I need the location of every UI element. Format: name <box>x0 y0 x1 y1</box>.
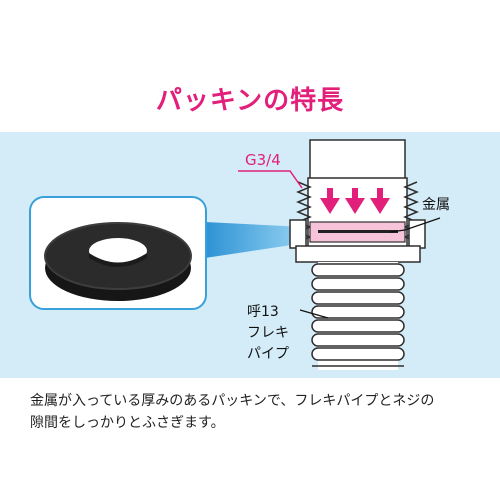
flexible-pipe <box>311 262 405 370</box>
leader-thread <box>238 170 303 189</box>
flexible-pipe-label: 呼13 フレキ パイプ <box>247 302 289 365</box>
packing-photo <box>44 222 192 301</box>
description-line1: 金属が入っている厚みのあるパッキンで、フレキパイプとネジの <box>30 393 435 409</box>
leader-metal <box>389 217 441 233</box>
pipe-label-line1: 呼13 <box>247 304 279 320</box>
description-line2: 隙間をしっかりとふさぎます。 <box>30 415 225 431</box>
description-text: 金属が入っている厚みのあるパッキンで、フレキパイプとネジの 隙間をしっかりとふさ… <box>30 390 480 434</box>
pressure-arrows <box>320 188 390 214</box>
metal-label: 金属 <box>422 197 450 213</box>
packing-cross-section <box>309 221 406 243</box>
pipe-label-line3: パイプ <box>247 346 289 362</box>
page-title: パッキンの特長 <box>155 86 345 116</box>
callout-beam <box>205 222 305 258</box>
leader-pipe <box>299 309 329 319</box>
pipe-label-line2: フレキ <box>247 325 289 341</box>
nut <box>295 245 421 263</box>
upper-pipe <box>309 139 406 181</box>
thread-size-label: G3/4 <box>245 151 281 169</box>
